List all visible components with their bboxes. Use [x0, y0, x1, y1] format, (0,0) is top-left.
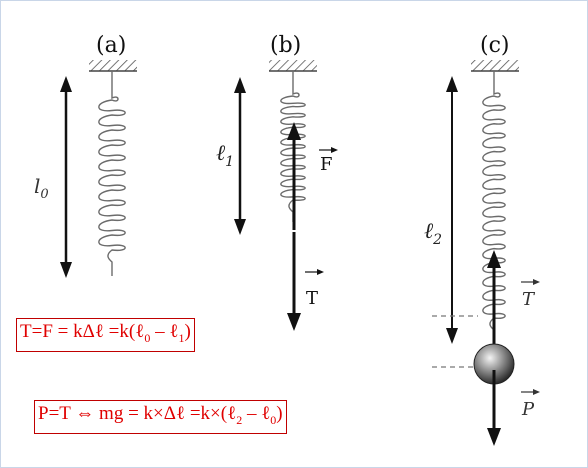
length-label-a: l0 [34, 174, 49, 202]
spring-a [98, 71, 126, 276]
ceiling-support-c-icon [471, 60, 519, 71]
weight-vector-p-icon [487, 370, 501, 446]
tension-label-c: T [522, 289, 536, 310]
force-label-f: F [320, 154, 333, 175]
weight-label-p: P [521, 399, 535, 420]
panel-b: (b) ℓ1 F T [216, 33, 338, 331]
panel-a-label: (a) [96, 33, 126, 58]
equation-hooke-b: T=F = kΔℓ =k(ℓ0 – ℓ1) [16, 318, 195, 352]
length-label-c: ℓ2 [424, 219, 442, 248]
panel-c: (c) ℓ2 T P [424, 33, 540, 446]
ceiling-support-a-icon [89, 60, 137, 71]
equation-equilibrium-c: P=T ⇔ mg = k×Δℓ =k×(ℓ2 – ℓ0) [34, 400, 287, 434]
tension-label-b: T [306, 288, 318, 309]
length-arrow-a [60, 76, 72, 278]
spring-c [482, 71, 506, 344]
panel-a: (a) l0 [34, 33, 137, 278]
length-arrow-b [234, 77, 246, 235]
spring-a-coil [98, 71, 126, 276]
tension-vector-t-c-icon [487, 250, 501, 346]
panel-c-label: (c) [480, 33, 510, 58]
length-label-b: ℓ1 [216, 141, 234, 170]
ceiling-support-b-icon [269, 60, 317, 71]
tension-vector-t-icon [287, 232, 301, 331]
panel-b-label: (b) [270, 33, 301, 58]
force-vector-f-icon [287, 122, 301, 230]
spring-c-coil [482, 71, 506, 344]
length-arrow-c [446, 76, 458, 344]
